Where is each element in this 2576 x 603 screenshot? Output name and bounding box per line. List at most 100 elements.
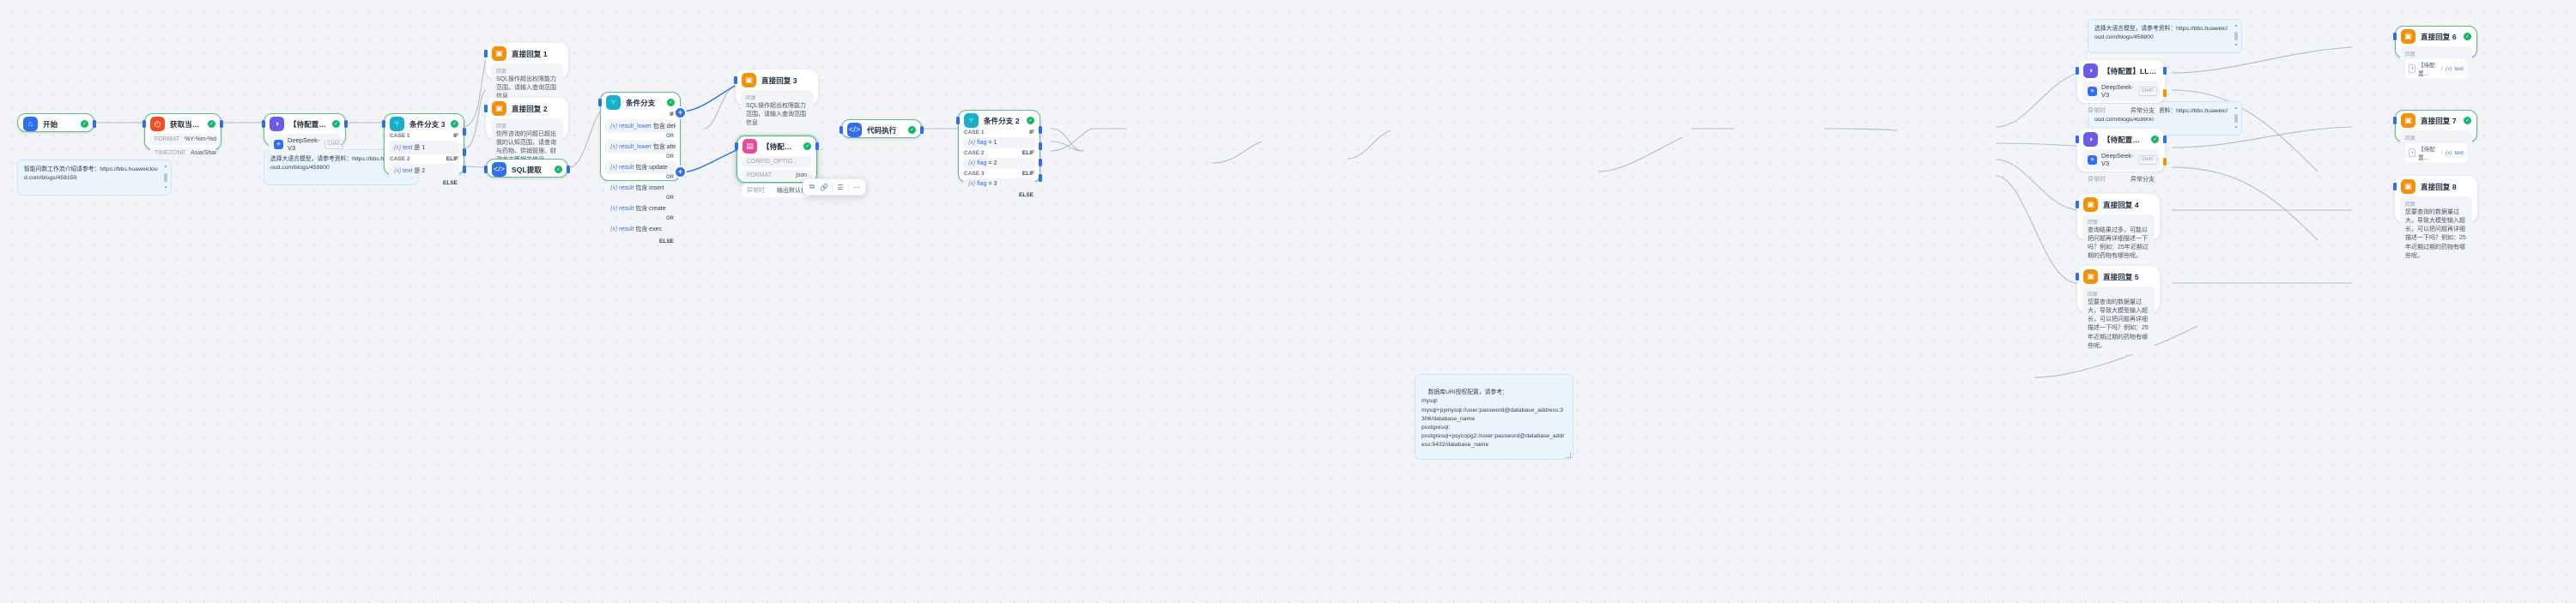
node-direct-reply-3[interactable]: ▣ 直接回复 3 回复 SQL操作超出权限能力范围，请输入查询范围信息 (734, 69, 818, 132)
case-label: CASE 2 (964, 150, 985, 156)
node-direct-reply-4[interactable]: ▣ 直接回复 4 回复 查询结果过多，可能以把问题再详细描述一下吗？例如：25年… (2076, 194, 2160, 265)
or-label: OR (666, 134, 674, 139)
input-port[interactable] (2076, 273, 2079, 280)
scroll-down-icon[interactable]: ▼ (2234, 124, 2239, 130)
node-direct-reply-8[interactable]: ▣ 直接回复 8 回复 您要查询的数据量过大，导致大模型输入超长，可以把问题再详… (2393, 176, 2477, 264)
list-icon[interactable]: ☰ (837, 183, 844, 191)
exception-output-port[interactable] (2163, 89, 2167, 97)
note-scrollbar[interactable]: ▲ ▼ (2234, 106, 2239, 130)
output-port[interactable] (920, 126, 924, 134)
link-icon[interactable]: 🔗 (820, 183, 828, 191)
output-port-else[interactable] (1039, 174, 1042, 182)
node-direct-reply-1[interactable]: ▣ 直接回复 1 回复 SQL操作超出权限能力范围，请输入查询范围信息 (484, 43, 568, 106)
scroll-down-icon[interactable]: ▼ (409, 175, 415, 180)
output-port-else[interactable]: + (676, 167, 685, 177)
llm-icon: ◑ (2083, 132, 2098, 147)
node-start[interactable]: ⌂ 开始 ✓ (17, 113, 96, 132)
node-condition-branch-2[interactable]: ⑂ 条件分支 2 ✓ CASE 1 IF {x} flag = 1 CASE 2… (956, 110, 1042, 198)
input-port[interactable] (382, 120, 385, 128)
scroll-up-icon[interactable]: ▲ (2234, 106, 2239, 111)
output-port-case1[interactable] (1039, 126, 1042, 134)
node-sql-connect-and-query[interactable]: ▤ 【待配置】SQL连接AND查询 ✓ CONFIG_OPTIO... FORM… (735, 136, 819, 197)
scroll-up-icon[interactable]: ▲ (163, 164, 168, 169)
condition-variable: result_lower (619, 144, 652, 150)
node-llm-sql-expert[interactable]: ◑ 【待配置】LLM-SQL专家 ✓ ✳ DeepSeek-V3 CHAT (262, 113, 348, 154)
node-llm-analysis[interactable]: ◑ 【待配置】LLM-数据分析 ✓ ✳ DeepSeek-V3 CHAT 异常时… (2076, 129, 2167, 186)
ref-variable: text (2454, 149, 2464, 156)
status-ok-icon: ✓ (81, 120, 88, 128)
output-port-if[interactable] (463, 128, 466, 136)
input-port[interactable] (2393, 183, 2397, 190)
input-port[interactable] (2076, 67, 2079, 75)
input-port[interactable] (956, 117, 960, 124)
branch-icon: ⑂ (964, 113, 979, 128)
node-direct-reply-5[interactable]: ▣ 直接回复 5 回复 您要查询的数据量过大，导致大模型输入超长，可以把问题再详… (2076, 266, 2160, 354)
node-code-execute[interactable]: </> 代码执行 ✓ (839, 119, 924, 138)
input-port[interactable] (2393, 33, 2397, 40)
sticky-note-llm-analysis-1[interactable]: 选择大语言模型，请参考资料：https://bbs.huaweicloud.co… (2088, 19, 2242, 53)
output-port[interactable] (344, 120, 348, 128)
output-port[interactable] (815, 142, 819, 150)
output-port[interactable] (220, 120, 223, 128)
node-direct-reply-6[interactable]: ▣ 直接回复 6 ✓ 回复 ◑ 【待配置... / {x} text (2393, 26, 2477, 81)
output-port-case2[interactable] (1039, 142, 1042, 150)
copy-icon[interactable]: ⧉ (809, 183, 815, 190)
input-port[interactable] (484, 166, 488, 173)
note-scrollbar[interactable]: ▲ ▼ (163, 165, 168, 190)
output-port-case3[interactable] (1039, 159, 1042, 166)
sticky-note-db-uri[interactable]: 数据库URI授权配置，请参考： mysql: mysql+pymysql://u… (1415, 374, 1573, 460)
case-header: CASE 2 ELIF (963, 148, 1035, 157)
output-port[interactable] (567, 166, 570, 173)
clock-icon: ◴ (150, 117, 165, 131)
reply-text: 您要查询的数据量过大，导致大模型输入超长，可以把问题再详细描述一下吗？例如：25… (2405, 209, 2466, 259)
scroll-thumb[interactable] (2234, 32, 2238, 40)
case-header: CASE 2 ELIF (389, 154, 459, 163)
output-port[interactable] (2163, 136, 2167, 143)
input-port[interactable] (2393, 117, 2397, 124)
output-port[interactable] (93, 120, 96, 128)
node-header: ▣ 直接回复 3 (736, 70, 817, 88)
output-port[interactable] (2163, 67, 2167, 75)
input-port[interactable] (598, 99, 602, 106)
output-port-if[interactable]: + (676, 108, 685, 118)
note-scrollbar[interactable]: ▲ ▼ (2234, 24, 2239, 48)
node-condition-branch-3[interactable]: ⑂ 条件分支 3 ✓ CASE 1 IF {x} text 是 1 CASE 2… (382, 113, 466, 186)
node-header: ◑ 【待配置】LLM-SQL专家 ✓ (264, 114, 345, 132)
node-get-current-time[interactable]: ◴ 获取当前时间 ✓ FORMAT %Y-%m-%d %H:%M:%S TIME… (142, 113, 223, 159)
node-llm-analysis-nochart[interactable]: ◑ 【待配置】LLM-数据分析无图 ✳ DeepSeek-V3 CHAT 异常时… (2076, 60, 2167, 118)
node-sql-extract[interactable]: </> SQL提取 ✓ (484, 159, 570, 178)
output-port-else[interactable] (463, 166, 466, 173)
scroll-up-icon[interactable]: ▲ (2234, 23, 2239, 28)
node-title: 【待配置】LLM-数据分析无图 (2103, 66, 2159, 75)
condition-comparator: = (988, 181, 992, 187)
node-toolbar[interactable]: ⧉ 🔗 ☰ ⋯ (803, 178, 866, 196)
exception-output-port[interactable] (2163, 158, 2167, 166)
resize-grip[interactable] (1565, 452, 1571, 458)
input-port[interactable] (734, 76, 737, 84)
more-icon[interactable]: ⋯ (853, 183, 860, 191)
param-row: TIMEZONE Asia/Shanghai (149, 148, 216, 159)
input-port[interactable] (484, 50, 488, 57)
input-port[interactable] (2076, 136, 2079, 143)
condition-comparator: 包含 (635, 165, 648, 171)
sticky-note-intro[interactable]: 智能问数工作流介绍请参考：https://bbs.huaweicloud.com… (17, 160, 172, 196)
input-port[interactable] (839, 126, 843, 134)
node-body: CASE 1 IF {x} flag = 1 CASE 2 ELIF {x} f… (959, 128, 1039, 202)
input-port[interactable] (2076, 201, 2079, 208)
input-port[interactable] (262, 120, 265, 128)
input-port[interactable] (484, 105, 488, 112)
reply-icon: ▣ (492, 46, 506, 61)
scroll-thumb[interactable] (164, 172, 167, 183)
node-direct-reply-2[interactable]: ▣ 直接回复 2 回复 你所咨询的问题已超出我的认知范围，请查询与药物、供销管理… (484, 98, 568, 169)
param-key: TIMEZONE (155, 150, 186, 156)
input-port[interactable] (142, 120, 146, 128)
input-port[interactable] (735, 142, 738, 150)
node-direct-reply-7[interactable]: ▣ 直接回复 7 ✓ 回复 ◑ 【待配置... / {x} text (2393, 110, 2477, 166)
scroll-down-icon[interactable]: ▼ (2234, 42, 2239, 48)
scroll-down-icon[interactable]: ▼ (163, 185, 168, 190)
condition-row: {x} result 包含 update (605, 160, 676, 174)
node-condition-branch-main[interactable]: ⑂ 条件分支 ✓ IF {x} result_lower 包含 delete f… (598, 92, 685, 244)
scroll-thumb[interactable] (2234, 114, 2238, 123)
output-port-elif[interactable] (463, 148, 466, 156)
